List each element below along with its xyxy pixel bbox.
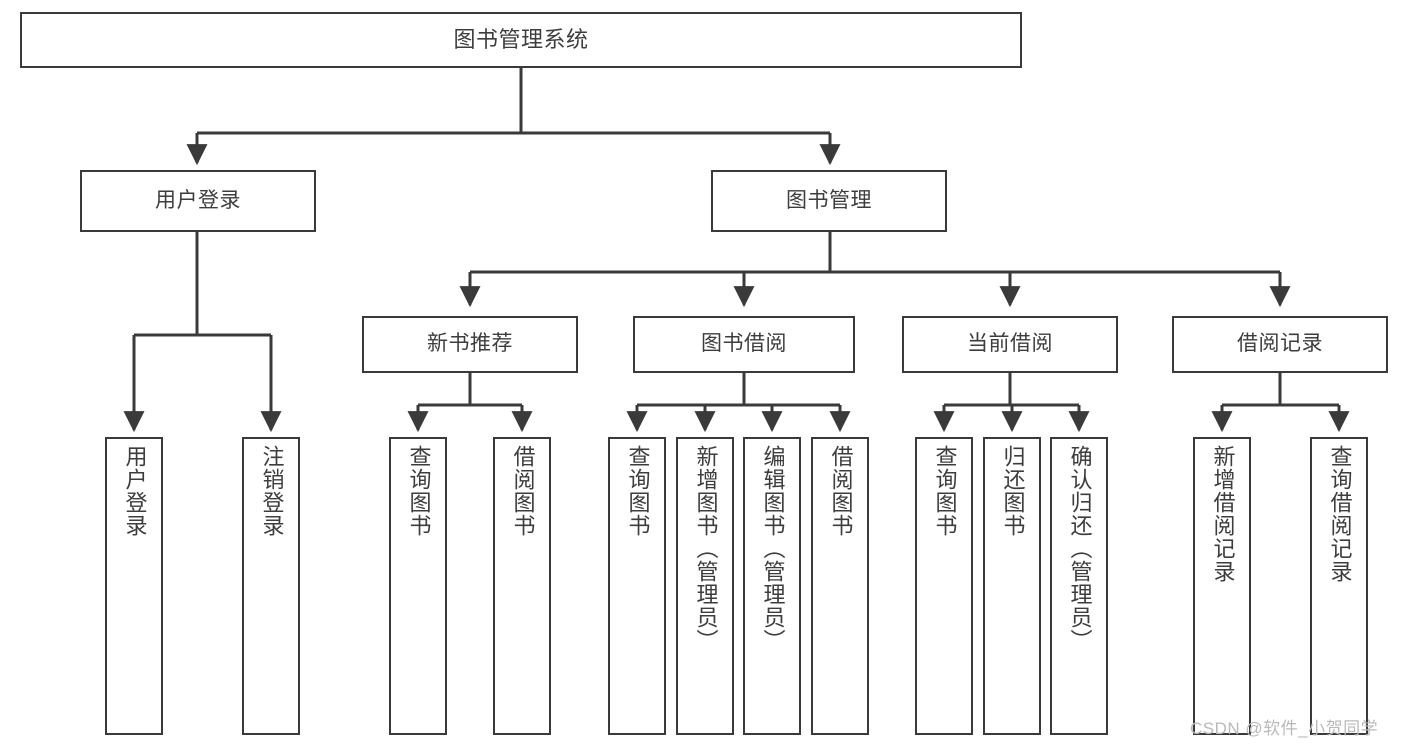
node-book-borrow-label: 图书借阅 bbox=[701, 332, 787, 356]
node-leaf-add-book[interactable]: 新增图书（管理员） bbox=[676, 437, 734, 735]
node-leaf-add-record[interactable]: 新增借阅记录 bbox=[1193, 437, 1251, 735]
node-leaf-borrow-book-2[interactable]: 借阅图书 bbox=[811, 437, 869, 735]
node-leaf-return-book-label: 归还图书 bbox=[1000, 445, 1026, 537]
node-root-label: 图书管理系统 bbox=[453, 27, 589, 53]
node-root[interactable]: 图书管理系统 bbox=[20, 12, 1022, 68]
node-leaf-add-record-label: 新增借阅记录 bbox=[1210, 445, 1236, 583]
node-leaf-logout-login-label: 注销登录 bbox=[259, 445, 285, 537]
node-leaf-query-book-1[interactable]: 查询图书 bbox=[389, 437, 447, 735]
node-book-borrow[interactable]: 图书借阅 bbox=[633, 316, 855, 373]
node-new-book-rec[interactable]: 新书推荐 bbox=[362, 316, 578, 373]
node-leaf-query-record[interactable]: 查询借阅记录 bbox=[1310, 437, 1368, 735]
node-borrow-record-label: 借阅记录 bbox=[1237, 332, 1323, 356]
node-leaf-query-book-1-label: 查询图书 bbox=[406, 445, 432, 537]
node-leaf-query-book-2-label: 查询图书 bbox=[625, 445, 651, 537]
node-leaf-borrow-book-2-label: 借阅图书 bbox=[828, 445, 854, 537]
node-leaf-user-login-label: 用户登录 bbox=[122, 445, 148, 537]
node-leaf-return-book[interactable]: 归还图书 bbox=[983, 437, 1041, 735]
node-borrow-record[interactable]: 借阅记录 bbox=[1172, 316, 1388, 373]
node-book-manage-label: 图书管理 bbox=[786, 188, 872, 212]
node-user-login[interactable]: 用户登录 bbox=[80, 170, 316, 232]
node-new-book-rec-label: 新书推荐 bbox=[427, 332, 513, 356]
node-current-borrow[interactable]: 当前借阅 bbox=[902, 316, 1118, 373]
node-book-manage[interactable]: 图书管理 bbox=[711, 170, 947, 232]
node-leaf-query-book-3-label: 查询图书 bbox=[932, 445, 958, 537]
node-leaf-borrow-book-1[interactable]: 借阅图书 bbox=[493, 437, 551, 735]
watermark-text: CSDN @软件_小贺同学 bbox=[1190, 719, 1379, 738]
node-user-login-label: 用户登录 bbox=[155, 188, 241, 212]
node-leaf-edit-book[interactable]: 编辑图书（管理员） bbox=[743, 437, 801, 735]
node-leaf-logout-login[interactable]: 注销登录 bbox=[242, 437, 300, 735]
node-leaf-query-record-label: 查询借阅记录 bbox=[1327, 445, 1353, 583]
node-leaf-query-book-3[interactable]: 查询图书 bbox=[915, 437, 973, 735]
node-leaf-user-login[interactable]: 用户登录 bbox=[105, 437, 163, 735]
node-leaf-add-book-label: 新增图书（管理员） bbox=[693, 445, 719, 652]
node-leaf-borrow-book-1-label: 借阅图书 bbox=[510, 445, 536, 537]
node-current-borrow-label: 当前借阅 bbox=[967, 332, 1053, 356]
node-leaf-confirm-return-label: 确认归还（管理员） bbox=[1067, 445, 1093, 652]
node-leaf-query-book-2[interactable]: 查询图书 bbox=[608, 437, 666, 735]
node-leaf-edit-book-label: 编辑图书（管理员） bbox=[760, 445, 786, 652]
node-leaf-confirm-return[interactable]: 确认归还（管理员） bbox=[1050, 437, 1108, 735]
